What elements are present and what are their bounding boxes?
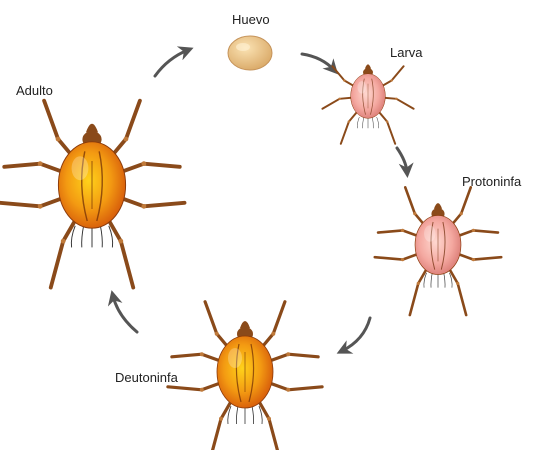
- arrow-egg-to-larva: [302, 54, 334, 70]
- arrow-protonymph-to-deutonymph: [342, 318, 370, 351]
- protonymph-mite-icon: [375, 187, 501, 315]
- arrow-adult-to-egg: [155, 50, 188, 76]
- stage-label-larva: Larva: [390, 45, 423, 60]
- stage-label-protonymph: Protoninfa: [462, 174, 522, 189]
- arrow-deutonymph-to-adult: [113, 296, 137, 332]
- larva-mite-icon: [322, 64, 413, 143]
- arrow-larva-to-protonymph: [397, 148, 407, 172]
- egg-icon: [228, 36, 272, 70]
- stage-label-egg: Huevo: [232, 12, 270, 27]
- stage-label-deutonymph: Deutoninfa: [115, 370, 179, 385]
- stage-label-adult: Adulto: [16, 83, 53, 98]
- adult-mite-icon: [0, 101, 185, 288]
- deutonymph-mite-icon: [168, 302, 322, 450]
